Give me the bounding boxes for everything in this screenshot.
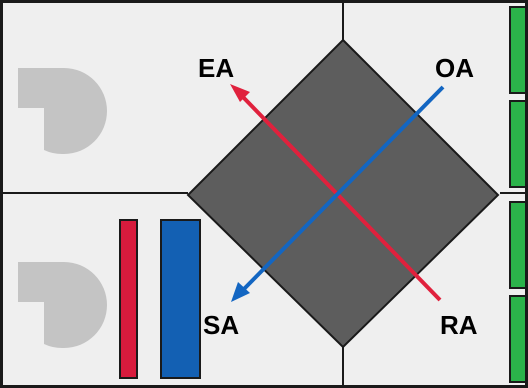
filter-icon [509,6,527,94]
filter-icon [509,100,527,188]
label-ea: EA [198,53,234,83]
exhaust-airflow-line [240,94,442,302]
filter-icon [509,295,527,383]
label-sa: SA [203,310,239,340]
filter-icon [509,201,527,289]
heat-exchanger-core [186,38,500,349]
exhaust-arrowhead [230,84,250,102]
heating-coil [119,219,138,379]
fan-icon [18,68,107,155]
cooling-coil [160,219,201,379]
label-oa: OA [435,53,474,83]
fan-icon [18,262,107,349]
supply-airflow-line [241,85,445,292]
label-ra: RA [440,310,478,340]
supply-arrowhead [231,282,250,302]
